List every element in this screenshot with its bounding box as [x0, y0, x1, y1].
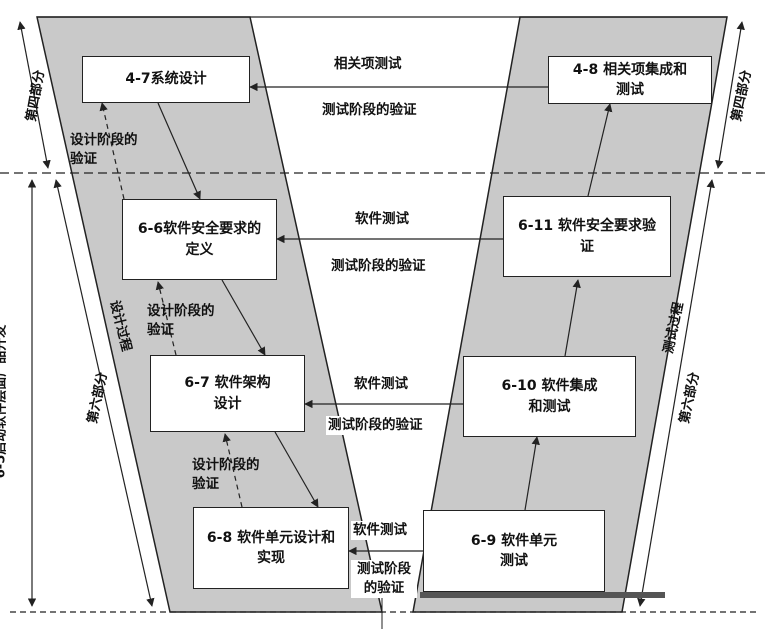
right-part6-bracket [637, 179, 715, 607]
flow-unit-test-to-integration [524, 436, 540, 511]
label-test-phase-verif-2: 测试阶段的验证 [331, 258, 426, 274]
label-design-phase-verif-3: 设计阶段的 验证 [192, 457, 260, 492]
bottom-shadow-bar [420, 592, 665, 598]
box-sw-unit-design: 6-8 软件单元设计和 实现 [193, 507, 349, 589]
box-sw-integration-test: 6-10 软件集成 和测试 [463, 356, 636, 437]
label-test-phase-verif-unit: 测试阶段 的验证 [351, 560, 417, 598]
verif-req-to-sys [99, 102, 125, 200]
flow-integration-to-req-verif [564, 279, 581, 357]
label-item-test: 相关项测试 [334, 56, 402, 72]
label-design-phase-verif-2: 设计阶段的 验证 [147, 303, 215, 338]
left-part6-bracket [53, 179, 155, 607]
label-test-phase-verif-3: 测试阶段的验证 [326, 416, 425, 435]
flow-req-to-arch [221, 279, 266, 356]
box-sw-unit-test: 6-9 软件单元 测试 [423, 510, 605, 592]
box-sw-architecture-design: 6-7 软件架构 设计 [150, 355, 305, 432]
label-software-test-2: 软件测试 [354, 376, 408, 392]
box-sw-safety-req-verification: 6-11 软件安全要求验 证 [503, 196, 671, 277]
left-part4-bracket [17, 21, 51, 169]
label-test-phase-verif-top: 测试阶段的验证 [322, 102, 417, 118]
label-design-phase-verif-1: 设计阶段的 验证 [70, 132, 138, 167]
box-item-integration-test: 4-8 相关项集成和 测试 [548, 56, 712, 104]
right-part4-bracket [715, 21, 745, 169]
flow-arch-to-unit [274, 431, 319, 508]
flow-sys-to-req [157, 102, 201, 200]
label-software-test-1: 软件测试 [355, 211, 409, 227]
verif-arch-to-req [155, 281, 177, 356]
label-software-test-3: 软件测试 [351, 521, 409, 540]
flow-req-verif-to-item [587, 103, 613, 197]
box-sw-safety-req-definition: 6-6软件安全要求的 定义 [122, 199, 277, 280]
side-label-initiation: 6-5启动软件层面产品开发 [0, 324, 9, 479]
verif-unit-to-arch [222, 433, 243, 508]
box-system-design: 4-7系统设计 [82, 56, 250, 103]
